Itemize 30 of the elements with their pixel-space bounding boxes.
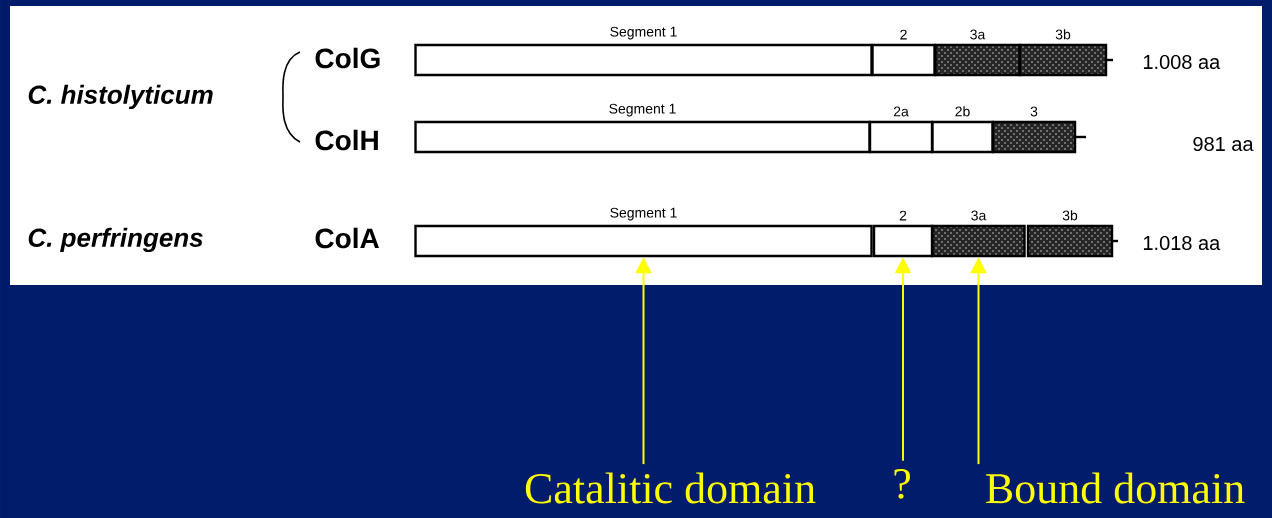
node-label: 2b xyxy=(955,106,970,117)
node-label: Segment 1 xyxy=(609,103,676,117)
node-label: 2 xyxy=(899,210,907,221)
domain-label: Bound domain xyxy=(986,472,1245,504)
hatched-segment: 3a xyxy=(931,210,1026,258)
hatched-segment: 3b xyxy=(1018,29,1108,77)
domain-segment: 2 xyxy=(871,29,936,77)
domain-label: Catalitic domain xyxy=(525,472,816,504)
domain-segment: 2a xyxy=(868,106,934,154)
hatched-segment: 3 xyxy=(991,106,1077,154)
length-label: 1.018 aa xyxy=(1143,235,1221,251)
node-label: 2a xyxy=(893,106,909,117)
hatched-segment: 3b xyxy=(1026,210,1114,258)
domain-label: ? xyxy=(894,469,910,499)
domain-segment: Segment 1 xyxy=(414,26,873,77)
node-label: Segment 1 xyxy=(610,207,677,221)
protein-name: ColH xyxy=(315,129,378,151)
hatched-segment: 3a xyxy=(934,29,1021,77)
length-label: 981 aa xyxy=(1193,136,1254,152)
species-name: C. histolyticum xyxy=(28,84,213,110)
domain-segment: Segment 1 xyxy=(414,103,871,154)
protein-name: ColG xyxy=(315,47,380,69)
species-name: C. perfringens xyxy=(28,227,203,253)
length-label: 1.008 aa xyxy=(1143,54,1221,70)
node-label: 2 xyxy=(900,29,907,40)
protein-name: ColA xyxy=(315,227,379,249)
node-label: Segment 1 xyxy=(610,26,677,40)
domain-segment: Segment 1 xyxy=(414,207,873,258)
domain-segment: 2b xyxy=(931,106,994,154)
domain-segment: 2 xyxy=(872,210,934,258)
